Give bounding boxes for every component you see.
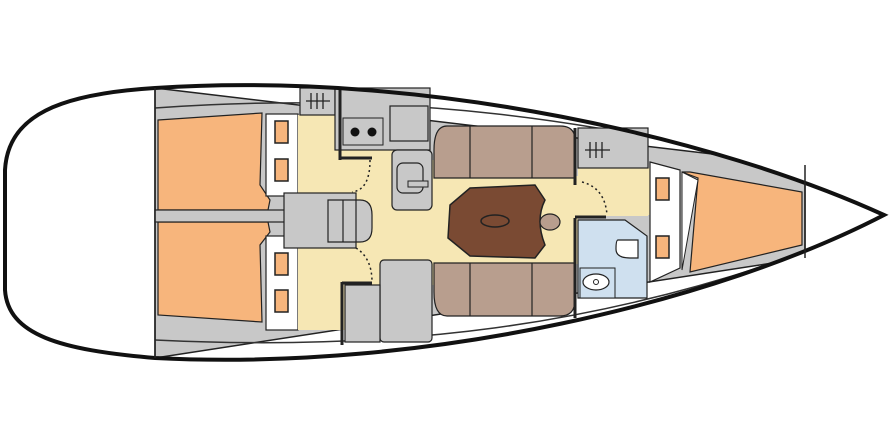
sink-icon [396, 162, 424, 194]
grid-icon [585, 142, 610, 158]
toilet-icon [615, 239, 639, 259]
locker [655, 235, 670, 259]
nav-counter [379, 259, 433, 343]
locker [274, 158, 289, 182]
aft-cabin-divider [154, 209, 286, 223]
drain-icon [593, 279, 599, 285]
companionway-steps [327, 199, 373, 243]
galley-fridge [389, 105, 429, 142]
locker [274, 289, 289, 313]
galley-stove [342, 117, 384, 146]
forward-cabin-berth [681, 171, 803, 273]
door-swing [355, 247, 373, 283]
aft-cabin-starboard-berth [157, 221, 271, 323]
forward-hall-floor [578, 168, 648, 216]
table-center-oval [480, 214, 510, 228]
nav-seat [344, 284, 381, 343]
grid-icon [306, 93, 330, 109]
locker [655, 177, 670, 201]
locker [274, 120, 289, 144]
stove-burner-icon [367, 127, 377, 137]
stool [539, 213, 561, 231]
aft-locker-column-bottom [265, 235, 299, 331]
washbasin-icon [582, 273, 610, 291]
stove-burner-icon [350, 127, 360, 137]
aft-cabin-port-berth [157, 112, 271, 211]
hull-outline [3, 83, 889, 362]
locker [274, 252, 289, 276]
settee-port [433, 125, 576, 179]
settee-starboard [433, 262, 576, 317]
sink-tap [407, 180, 429, 188]
forward-berth-edge [681, 171, 699, 271]
door-swing [581, 181, 608, 216]
